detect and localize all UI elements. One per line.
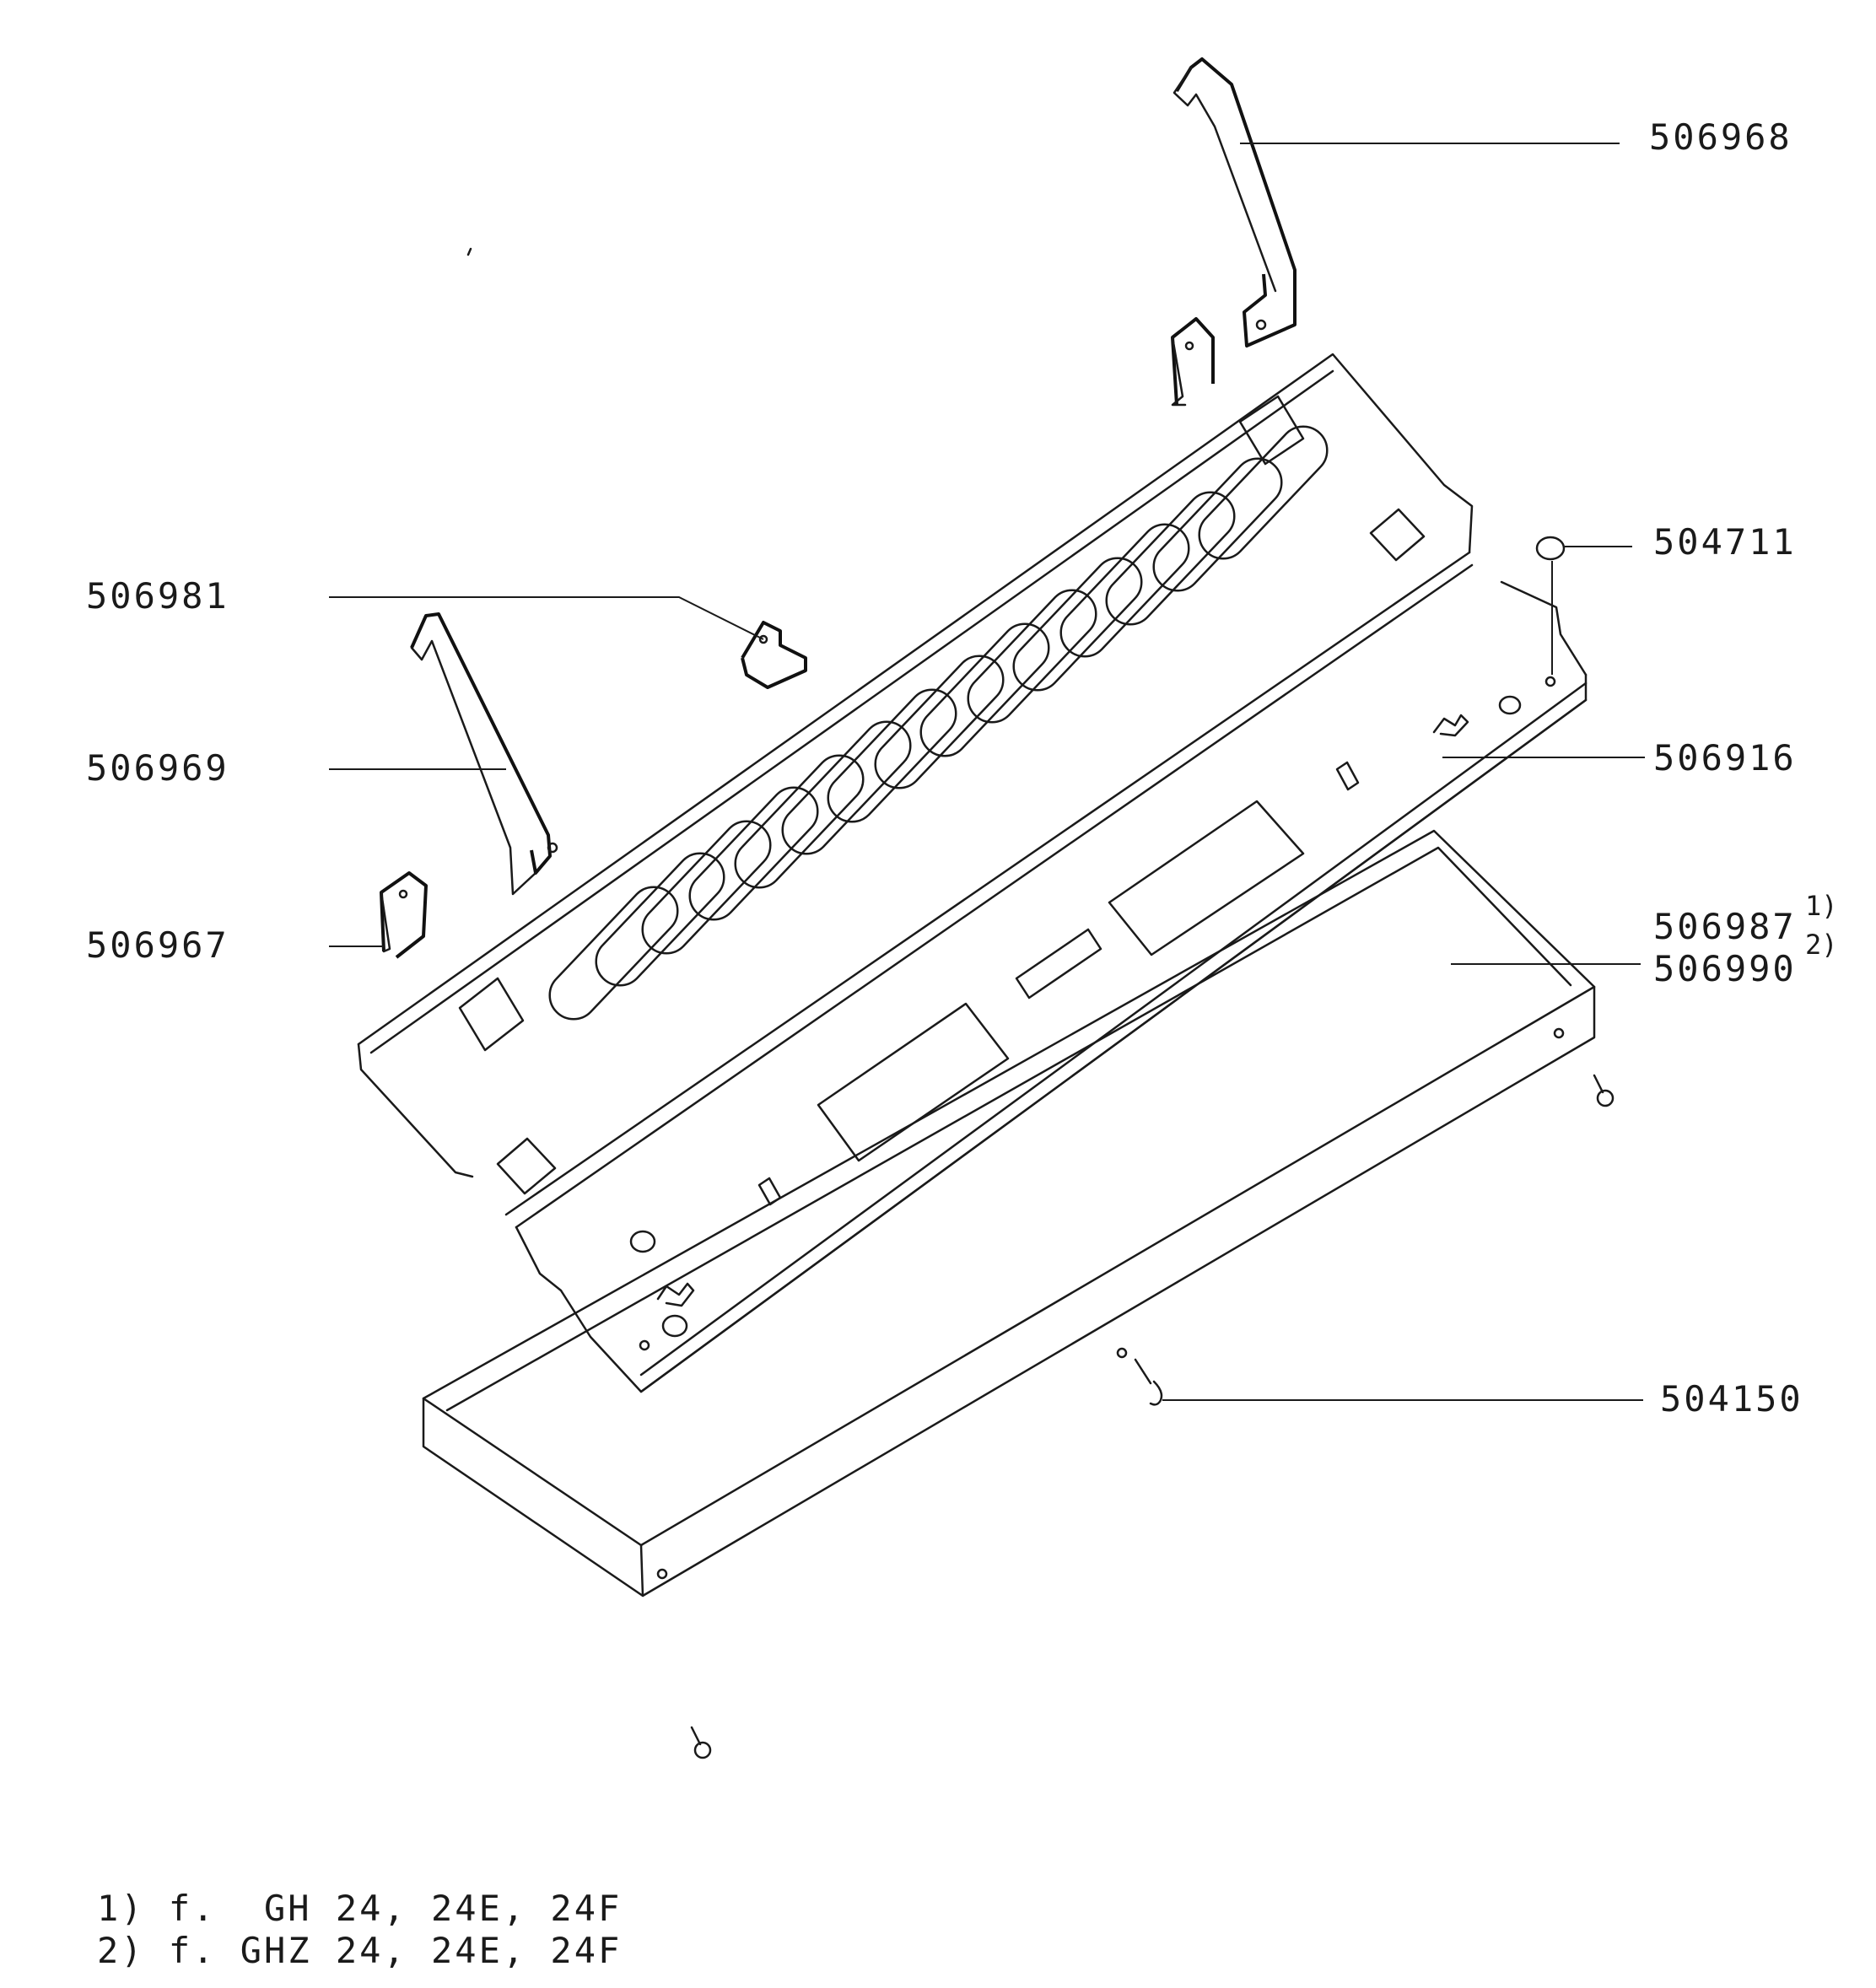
footnote-1: 1) f. GH 24, 24E, 24F bbox=[97, 1888, 623, 1929]
screw-504150 bbox=[1134, 1358, 1163, 1406]
footnote-2: 2) f. GHZ 24, 24E, 24F bbox=[97, 1930, 623, 1971]
main-panel bbox=[357, 353, 1588, 1393]
bottom-tray bbox=[422, 829, 1615, 1759]
part-label-506916: 506916 bbox=[1653, 737, 1797, 778]
part-label-506968: 506968 bbox=[1649, 116, 1792, 158]
part-label-506981: 506981 bbox=[86, 575, 229, 617]
clip-506967 bbox=[380, 871, 428, 959]
bracket-506969 bbox=[410, 612, 558, 896]
part-label-506990: 506990 bbox=[1653, 948, 1797, 989]
part-label-506969: 506969 bbox=[86, 747, 229, 789]
screw-front-left bbox=[690, 1726, 712, 1759]
vent-slots bbox=[548, 425, 1329, 1021]
part-label-504711: 504711 bbox=[1653, 521, 1797, 563]
part-label-506987: 506987 bbox=[1653, 906, 1797, 947]
washer-504711 bbox=[1535, 536, 1566, 675]
bracket-506968 bbox=[1172, 57, 1296, 347]
screw-front-right bbox=[1593, 1074, 1615, 1107]
footnote-marker-1: 1) bbox=[1805, 890, 1838, 922]
part-label-506967: 506967 bbox=[86, 924, 229, 966]
footnote-marker-2: 2) bbox=[1805, 929, 1838, 961]
clip-506981 bbox=[741, 621, 807, 689]
clip-top bbox=[1171, 317, 1215, 407]
leader-lines bbox=[329, 143, 1645, 1401]
part-label-504150: 504150 bbox=[1660, 1378, 1803, 1420]
